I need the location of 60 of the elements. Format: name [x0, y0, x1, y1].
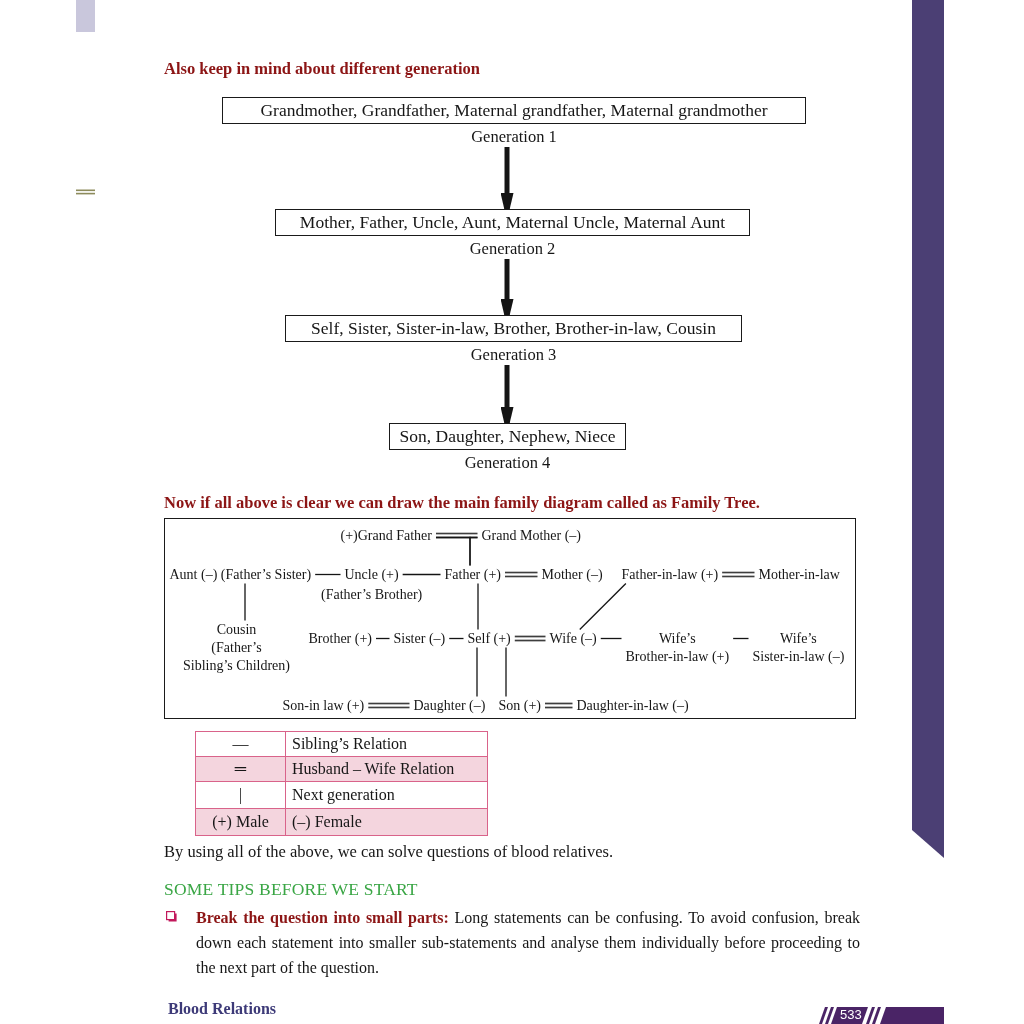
relation-label: Son-in law (+): [278, 696, 369, 715]
connector-line: [600, 637, 623, 640]
legend-meaning-cell: (–) Female: [285, 808, 488, 836]
connector-line: [448, 637, 465, 640]
page-number: 533: [840, 1007, 862, 1023]
connector-line: [732, 637, 750, 640]
tip-text: Break the question into small parts: Long statements can be confusing. To avoid confusion, break down each statement into smaller sub-statements and analyse them individually before proceeding to the next part of the question.: [196, 908, 860, 979]
relation-label: Daughter (–): [409, 696, 490, 715]
generation-label: Generation 2: [469, 239, 556, 259]
connector-line: [402, 573, 442, 576]
relation-label: Cousin (Father’s Sibling’s Children): [179, 620, 294, 675]
relation-label: Wife’s Sister-in-law (–): [748, 629, 849, 666]
section-heading: Now if all above is clear we can draw the main family diagram called as Family Tree.: [164, 493, 760, 513]
relation-label: Father-in-law (+): [617, 565, 723, 584]
relation-label: Mother (–): [537, 565, 607, 584]
generation-box: Self, Sister, Sister-in-law, Brother, Brother-in-law, Cousin: [285, 315, 742, 342]
double-line: [545, 702, 573, 709]
connector-line: [477, 582, 479, 631]
double-line: [505, 571, 538, 578]
double-line: [368, 702, 410, 709]
relation-label: Aunt (–) (Father’s Sister): [165, 565, 316, 584]
connector-line: [469, 536, 479, 567]
relation-label: Daughter-in-law (–): [572, 696, 693, 715]
generation-label: Generation 4: [464, 453, 551, 473]
relation-label: Wife (–): [545, 629, 601, 648]
relation-label: Mother-in-law: [754, 565, 844, 584]
legend-symbol-cell: (+) Male: [195, 808, 286, 836]
legend-symbol-cell: ═: [195, 756, 286, 782]
family-tree-frame: [164, 518, 856, 719]
connector-line: [375, 637, 391, 640]
relation-label: Son (+): [494, 696, 545, 715]
relation-note: (Father’s Brother): [321, 585, 423, 604]
relation-label: Self (+): [463, 629, 515, 648]
connector-line: [244, 582, 246, 622]
section-heading: Also keep in mind about different generation: [164, 59, 480, 79]
generation-box: Son, Daughter, Nephew, Niece: [389, 423, 626, 450]
double-line: [436, 532, 478, 539]
double-line: [722, 571, 755, 578]
generation-label: Generation 3: [470, 345, 557, 365]
connector-line: [505, 646, 507, 698]
relation-label: Uncle (+): [340, 565, 403, 584]
relation-label: Wife’s Brother-in-law (+): [621, 629, 734, 666]
connector-line: [579, 582, 627, 631]
relation-label: Grand Mother (–): [477, 526, 586, 545]
relation-label: Brother (+): [304, 629, 376, 648]
relation-label: (+)Grand Father: [336, 526, 436, 545]
legend-symbol-cell: —: [195, 731, 286, 757]
legend-meaning-cell: Husband – Wife Relation: [285, 756, 488, 782]
body-text: By using all of the above, we can solve questions of blood relatives.: [164, 841, 614, 863]
relation-label: Sister (–): [389, 629, 450, 648]
subsection-heading: SOME TIPS BEFORE WE START: [164, 878, 418, 900]
legend-meaning-cell: Sibling’s Relation: [285, 731, 488, 757]
running-footer: Blood Relations: [168, 999, 276, 1019]
connector-line: [314, 573, 342, 576]
generation-label: Generation 1: [471, 127, 557, 147]
relation-label: Father (+): [440, 565, 505, 584]
generation-box: Grandmother, Grandfather, Maternal grandfather, Maternal grandmother: [222, 97, 806, 124]
double-line: [514, 635, 546, 642]
generation-box: Mother, Father, Uncle, Aunt, Maternal Uncle, Maternal Aunt: [275, 209, 750, 236]
connector-line: [476, 646, 478, 698]
